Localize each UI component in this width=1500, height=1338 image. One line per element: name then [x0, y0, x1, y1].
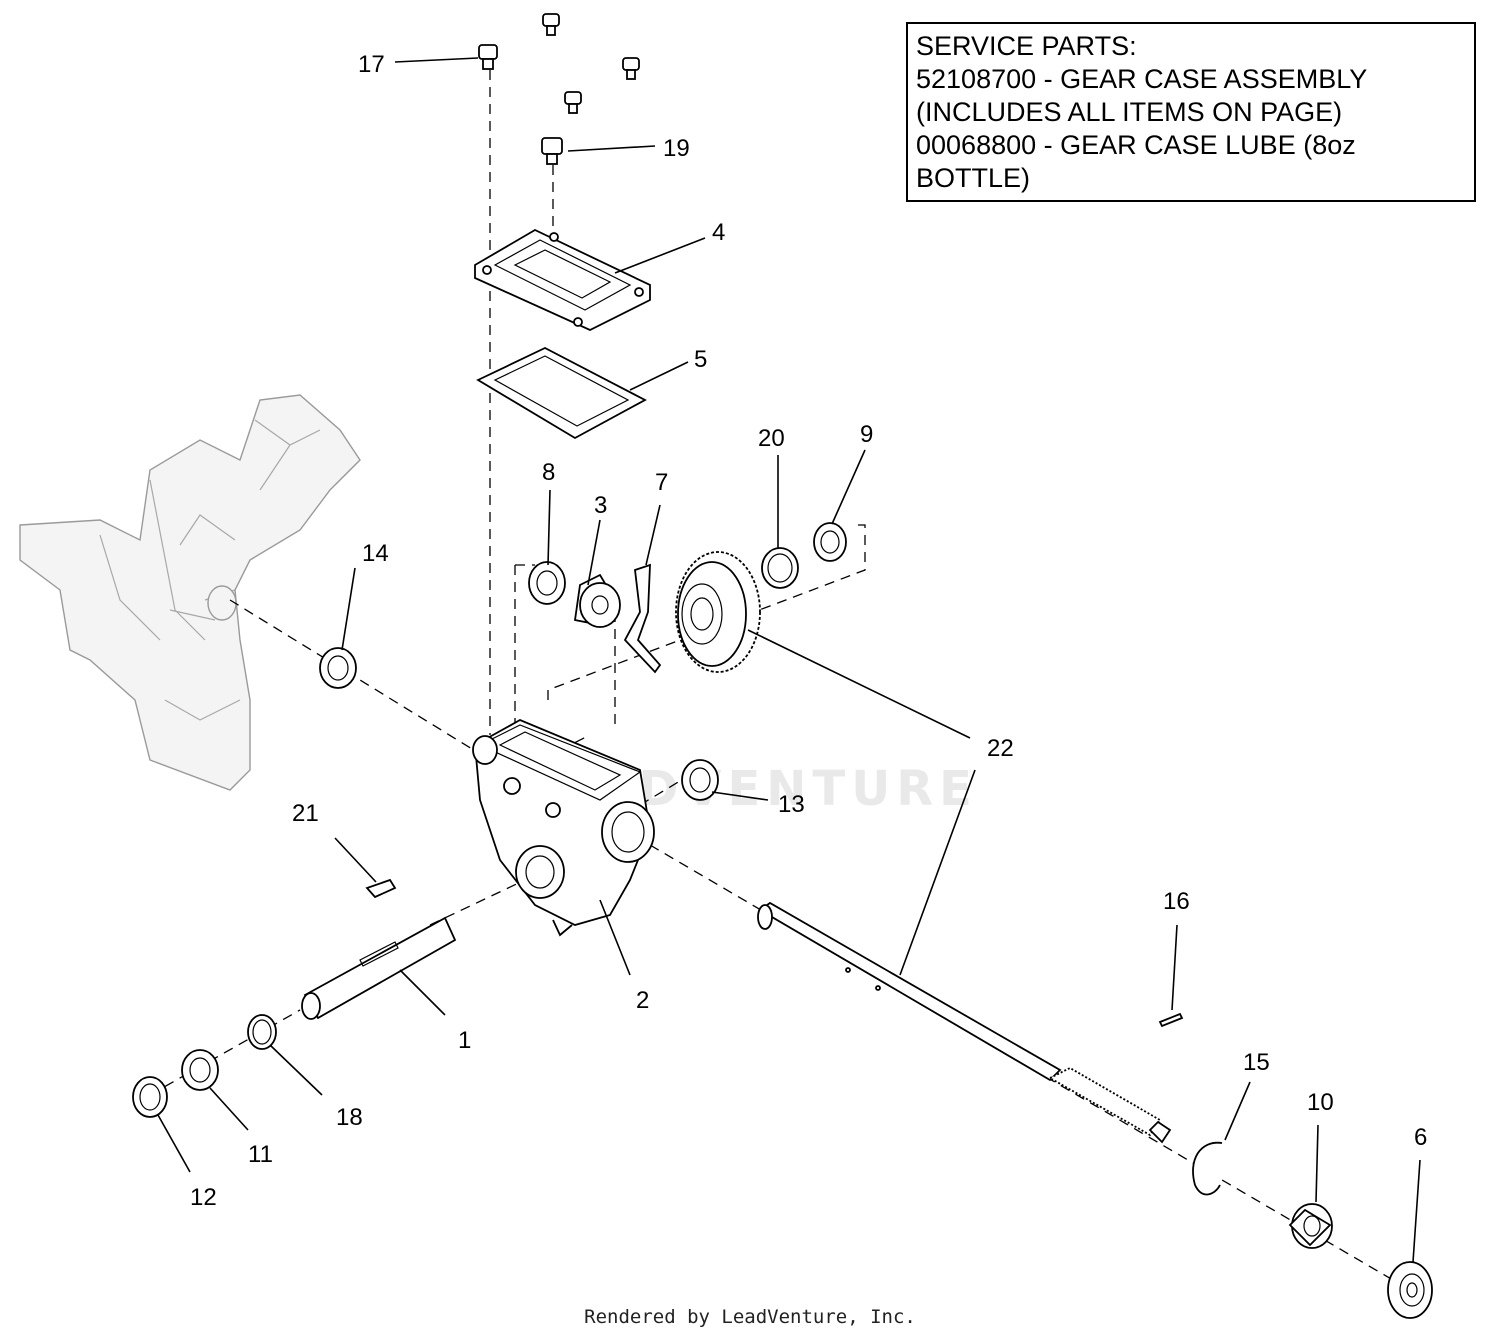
- callout-6: 6: [1414, 1124, 1427, 1151]
- callout-18: 18: [336, 1104, 363, 1131]
- service-parts-line: (INCLUDES ALL ITEMS ON PAGE): [916, 97, 1343, 127]
- woodruff-key: [365, 878, 397, 899]
- callout-16: 16: [1163, 888, 1190, 915]
- callout-21: 21: [292, 800, 319, 827]
- callout-22: 22: [987, 735, 1014, 762]
- callout-11: 11: [248, 1141, 273, 1168]
- callout-4: 4: [712, 219, 725, 246]
- worm-shaft: [757, 901, 1172, 1144]
- leader-lines: [157, 57, 1421, 1263]
- callout-9: 9: [860, 421, 873, 448]
- worm-gear: [675, 551, 761, 673]
- gear-case-gasket: [476, 346, 647, 440]
- bearings: [319, 522, 847, 801]
- roll-pin: [1158, 1012, 1184, 1028]
- callout-3: 3: [594, 492, 607, 519]
- callout-8: 8: [542, 459, 555, 486]
- callout-2: 2: [636, 987, 649, 1014]
- callout-12: 12: [190, 1184, 217, 1211]
- callout-14: 14: [362, 540, 389, 567]
- end-seal: [1387, 1261, 1433, 1319]
- snap-ring: [1192, 1141, 1223, 1196]
- drive-shaft: [301, 916, 457, 1020]
- bolts: [478, 13, 640, 165]
- callout-labels: 17 19 4 5 20 9 8 3 7 14 22 13 21 2 1 18 …: [190, 51, 1427, 1211]
- auger-housing-ghost: [19, 394, 361, 791]
- callout-1: 1: [458, 1027, 471, 1054]
- callout-19: 19: [663, 135, 690, 162]
- service-parts-box: SERVICE PARTS: 52108700 - GEAR CASE ASSE…: [906, 22, 1476, 202]
- service-parts-line: 52108700 - GEAR CASE ASSEMBLY: [916, 64, 1368, 94]
- service-parts-line: BOTTLE): [916, 163, 1031, 193]
- gear-case-cover: [474, 228, 651, 331]
- shift-fork: [623, 563, 662, 674]
- callout-15: 15: [1243, 1049, 1270, 1076]
- callout-20: 20: [758, 425, 785, 452]
- callout-13: 13: [778, 791, 805, 818]
- service-parts-heading: SERVICE PARTS:: [916, 31, 1137, 61]
- callout-5: 5: [694, 346, 707, 373]
- callout-17: 17: [358, 51, 385, 78]
- footer-credit: Rendered by LeadVenture, Inc.: [584, 1306, 916, 1328]
- callout-7: 7: [655, 469, 668, 496]
- left-washers: [132, 1014, 277, 1118]
- gear-case-housing: [472, 719, 655, 937]
- end-bushing: [1288, 1203, 1333, 1249]
- service-parts-line: 00068800 - GEAR CASE LUBE (8oz: [916, 130, 1356, 160]
- callout-10: 10: [1307, 1089, 1334, 1116]
